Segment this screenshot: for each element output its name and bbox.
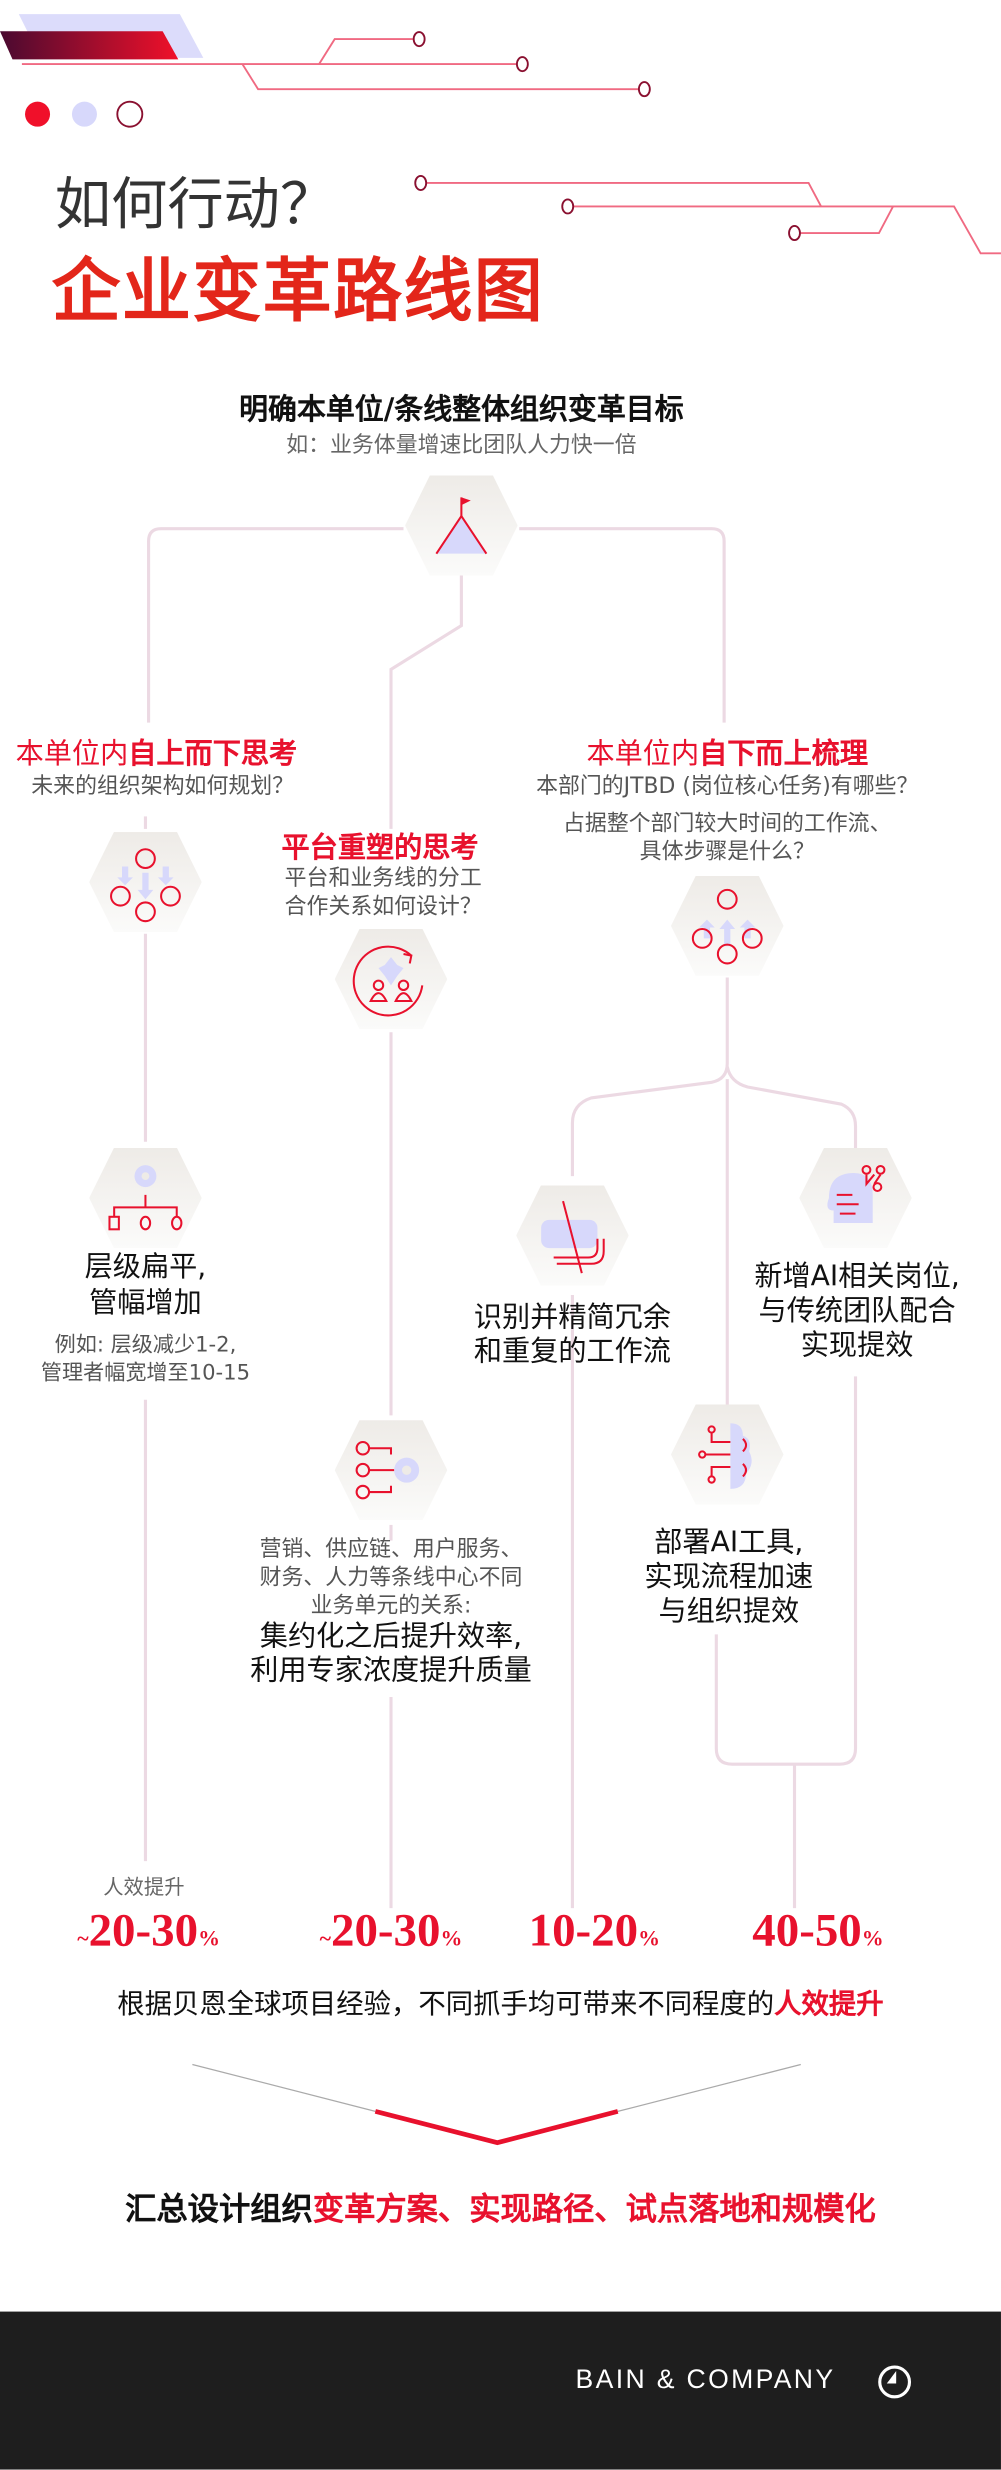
results-summary: 根据贝恩全球项目经验，不同抓手均可带来不同程度的人效提升 (117, 1989, 884, 2021)
centralize-note2: 财务、人力等条线中心不同 (259, 1565, 523, 1591)
cut-workflow-icon (516, 1185, 629, 1286)
org-chart-gear-icon (89, 1147, 202, 1249)
ai-roles-line1: 新增AI相关岗位, (754, 1260, 960, 1294)
result-value-2: ~20-30% (319, 1904, 463, 1957)
conclusion: 汇总设计组织变革方案、实现路径、试点落地和规模化 (125, 2189, 876, 2228)
ai-tools-line2: 实现流程加速 (644, 1560, 814, 1594)
centralize-line2: 利用专家浓度提升质量 (250, 1654, 532, 1688)
mountain-flag-icon (405, 475, 518, 576)
result-value-1: ~20-30% (77, 1904, 220, 1957)
brand-name: BAIN & COMPANY (575, 2364, 836, 2395)
centralize-note1: 营销、供应链、用户服务、 (259, 1537, 523, 1563)
flatten-line2: 管幅增加 (89, 1287, 202, 1321)
result-value-4: 40-50% (752, 1904, 884, 1957)
top-down-question: 未来的组织架构如何规划？ (31, 774, 295, 800)
result-value-3: 10-20% (528, 1904, 661, 1957)
bottom-up-question-line1: 本部门的JTBD (岗位核心任务)有哪些？ (536, 774, 919, 800)
bottom-up-question-line3: 具体步骤是什么？ (639, 839, 815, 865)
connector-lines (143, 527, 858, 1909)
chevron-down-icon (192, 2063, 801, 2146)
platform-question-line1: 平台和业务线的分工 (284, 866, 482, 892)
cycle-people-icon (334, 929, 448, 1030)
people-up-arrows-icon (670, 875, 784, 976)
footer: BAIN & COMPANY (0, 2311, 1001, 2470)
people-down-arrows-icon (89, 832, 202, 933)
ai-head-icon (799, 1147, 912, 1249)
page-title-line1: 如何行动？ (54, 173, 337, 238)
page-title-line2: 企业变革路线图 (51, 251, 545, 332)
results-label: 人效提升 (103, 1876, 185, 1901)
flatten-note2: 管理者幅宽增至10-15 (40, 1360, 251, 1386)
ai-tools-line3: 与组织提效 (658, 1595, 800, 1629)
centralize-line1: 集约化之后提升效率, (259, 1620, 523, 1654)
centralize-note3: 业务单元的关系: (310, 1593, 472, 1619)
ai-roles-line2: 与传统团队配合 (758, 1294, 956, 1328)
bain-logo-icon (878, 2365, 912, 2399)
nodes-gear-icon (334, 1420, 448, 1521)
ai-tools-line1: 部署AI工具, (654, 1526, 804, 1560)
streamline-line2: 和重复的工作流 (473, 1335, 671, 1369)
flatten-note1: 例如: 层级减少1-2, (54, 1332, 237, 1358)
bottom-up-question-line2: 占据整个部门较大时间的工作流、 (563, 811, 892, 837)
goal-subtitle: 如：业务体量增速比团队人力快一倍 (286, 433, 637, 459)
header-decoration (0, 14, 1001, 255)
goal-title: 明确本单位/条线整体组织变革目标 (239, 394, 684, 427)
platform-question-line2: 合作关系如何设计？ (284, 894, 482, 920)
ai-roles-line3: 实现提效 (800, 1329, 914, 1363)
platform-title: 平台重塑的思考 (281, 832, 479, 865)
streamline-line1: 识别并精简冗余 (473, 1301, 671, 1335)
top-down-title: 本单位内自上而下思考 (15, 738, 298, 772)
ai-brain-icon (670, 1404, 784, 1505)
flatten-line1: 层级扁平, (84, 1251, 207, 1285)
bottom-up-title: 本单位内自下而上梳理 (586, 738, 869, 772)
